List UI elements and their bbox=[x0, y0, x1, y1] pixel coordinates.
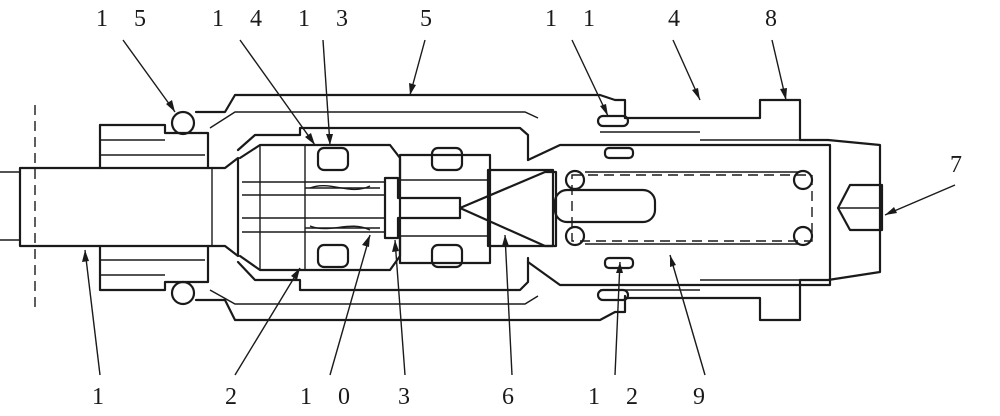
inner-cartridge bbox=[238, 143, 492, 272]
callout-2: 2 bbox=[225, 384, 247, 410]
callout-3: 3 bbox=[398, 384, 420, 410]
callout-4: 4 bbox=[668, 6, 690, 32]
vent-plug bbox=[836, 183, 884, 232]
callout-labels: 1 5 1 4 1 3 5 1 1 4 8 7 1 2 1 0 3 6 1 2 … bbox=[92, 6, 972, 410]
callout-12: 1 2 bbox=[588, 384, 648, 410]
outer-body bbox=[194, 93, 627, 322]
o-rings bbox=[170, 110, 196, 306]
callout-11: 1 1 bbox=[545, 6, 605, 32]
break-lines bbox=[0, 105, 36, 310]
callout-14: 1 4 bbox=[212, 6, 272, 32]
callout-15: 1 5 bbox=[96, 6, 156, 32]
inner-shaft bbox=[242, 176, 462, 240]
spring-assembly bbox=[553, 169, 814, 247]
callout-13: 1 3 bbox=[298, 6, 358, 32]
block-and-cone bbox=[458, 168, 558, 248]
spring-housing bbox=[526, 98, 882, 322]
inlet-shaft bbox=[18, 156, 240, 258]
bearings bbox=[316, 146, 464, 269]
callout-1: 1 bbox=[92, 384, 114, 410]
callout-10: 1 0 bbox=[300, 384, 360, 410]
leader-lines bbox=[82, 39, 956, 376]
callout-7: 7 bbox=[950, 152, 972, 178]
seals bbox=[596, 114, 635, 302]
callout-5: 5 bbox=[420, 6, 442, 32]
callout-8: 8 bbox=[765, 6, 787, 32]
callout-6: 6 bbox=[502, 384, 524, 410]
union-nut bbox=[98, 123, 210, 292]
callout-9: 9 bbox=[693, 384, 715, 410]
